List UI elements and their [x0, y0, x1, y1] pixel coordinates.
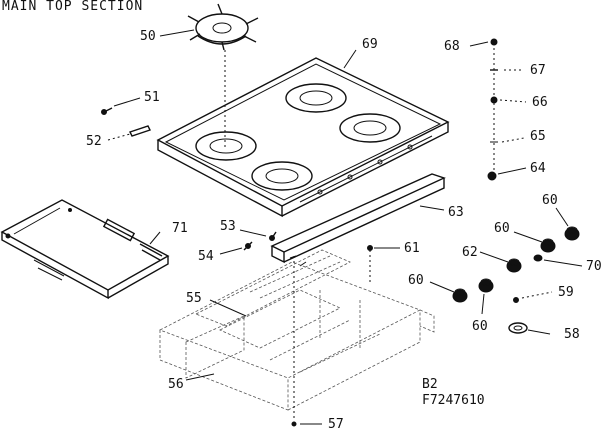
footer-code: B2 — [422, 377, 438, 392]
label-68: 68 — [444, 39, 460, 54]
label-70: 70 — [586, 259, 602, 274]
part-71-control-bracket — [0, 199, 170, 300]
leader-66 — [499, 99, 527, 103]
leader-64 — [497, 167, 527, 175]
part-63-front-rail — [270, 173, 446, 267]
leader-50 — [159, 29, 195, 37]
part-54-screw — [243, 241, 253, 251]
leader-69 — [343, 49, 357, 69]
part-60-knob-lower-left — [452, 288, 468, 303]
part-61-screw — [367, 245, 373, 282]
leader-60b — [513, 231, 543, 243]
part-69-cooktop — [156, 57, 450, 218]
leader-52 — [107, 133, 131, 141]
label-50: 50 — [140, 29, 156, 44]
leader-65 — [501, 137, 525, 143]
label-60a: 60 — [542, 193, 558, 208]
label-55: 55 — [186, 291, 202, 306]
part-57-screw — [291, 421, 297, 427]
part-55-burner-box — [159, 249, 421, 411]
label-60d: 60 — [472, 319, 488, 334]
part-60-knob-upper — [564, 226, 580, 241]
leader-60a — [555, 207, 569, 227]
label-69: 69 — [362, 37, 378, 52]
label-60b: 60 — [494, 221, 510, 236]
label-52: 52 — [86, 134, 102, 149]
label-59: 59 — [558, 285, 574, 300]
label-62: 62 — [462, 245, 478, 260]
label-65: 65 — [530, 129, 546, 144]
fitting-right — [419, 309, 435, 333]
leader-70 — [543, 259, 583, 267]
leader-63 — [419, 205, 445, 211]
leader-54 — [219, 247, 243, 255]
label-53: 53 — [220, 219, 236, 234]
part-51-screw — [101, 107, 113, 115]
leader-53 — [239, 229, 267, 237]
part-58-ring — [508, 322, 528, 334]
label-58: 58 — [564, 327, 580, 342]
leader-62 — [479, 251, 509, 263]
part-53-screw — [269, 231, 277, 241]
leader-60d — [481, 293, 485, 315]
leader-68 — [469, 41, 489, 47]
part-52-clip — [129, 125, 151, 137]
part-60-knob-middle — [540, 238, 556, 253]
leader-51 — [113, 97, 141, 107]
part-50-burner-grate — [187, 3, 259, 51]
part-62-knob — [506, 258, 522, 273]
part-70-knob-insert — [533, 254, 543, 262]
footer-number: F7247610 — [422, 393, 485, 408]
leader-56 — [185, 373, 215, 381]
label-63: 63 — [448, 205, 464, 220]
label-67: 67 — [530, 63, 546, 78]
label-51: 51 — [144, 90, 160, 105]
label-54: 54 — [198, 249, 214, 264]
label-66: 66 — [532, 95, 548, 110]
part-64-nut — [487, 171, 497, 181]
leader-59 — [521, 291, 553, 299]
part-60-knob-lower-mid — [478, 278, 494, 293]
label-64: 64 — [530, 161, 546, 176]
label-61: 61 — [404, 241, 420, 256]
diagram-title: MAIN TOP SECTION — [2, 0, 143, 14]
label-71: 71 — [172, 221, 188, 236]
leader-55 — [209, 299, 247, 317]
leader-60c — [429, 281, 455, 293]
label-57: 57 — [328, 417, 344, 432]
leader-58 — [527, 329, 551, 335]
part-59-screw — [513, 297, 519, 303]
leader-71 — [149, 231, 161, 245]
label-56: 56 — [168, 377, 184, 392]
label-60c: 60 — [408, 273, 424, 288]
part-68-knob-cap — [490, 38, 498, 46]
